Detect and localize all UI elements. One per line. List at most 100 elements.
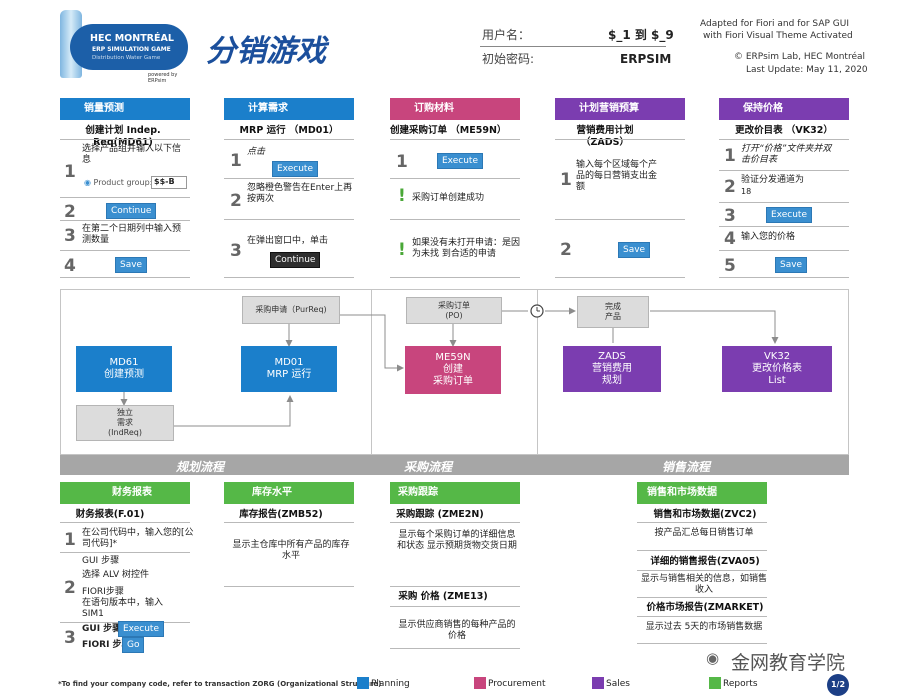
vk32-save-button[interactable]: Save: [775, 257, 808, 273]
user-label: 用户名：: [482, 28, 531, 42]
rep1-gui-2: GUI 步骤: [82, 624, 122, 634]
col3-msg1: 采购订单创建成功: [412, 193, 485, 203]
legend-sales: Sales: [606, 679, 630, 689]
info-icon: !: [398, 240, 406, 260]
rep2-body: 显示主仓库中所有产品的库存水平: [232, 540, 350, 561]
product-group-label: ◉ Product group:: [84, 178, 153, 187]
rep1-header: 财务报表: [60, 482, 190, 504]
footnote: *To find your company code, refer to tra…: [58, 680, 382, 688]
f01-execute-button[interactable]: Execute: [118, 621, 164, 637]
col5-header: 保持价格: [719, 98, 849, 120]
rep3-body: 显示每个采购订单的详细信息和状态 显示预期货物交货日期: [397, 530, 517, 551]
rep1-fiori-2: FIORI 步骤: [82, 640, 131, 650]
rep4-body-2: 显示与销售相关的信息，如销售收入: [641, 574, 768, 595]
pw-label: 初始密码:: [482, 52, 535, 66]
user-value: $_1 到 $_9: [608, 28, 674, 42]
col4-subtitle: 营销费用计划 （ZADS）: [576, 125, 634, 148]
rep4-subtitle-2: 详细的销售报告(ZVA05): [650, 556, 760, 567]
po-box: 采购订单(PO): [406, 297, 502, 324]
legend-sales-swatch: [592, 677, 604, 689]
rep1-gui: GUI 步骤: [82, 556, 120, 566]
col5-step2-channel: 18: [741, 187, 752, 196]
col5-subtitle: 更改价目表 （VK32）: [735, 125, 833, 136]
rep4-header: 销售和市场数据: [637, 482, 767, 504]
credits-3: © ERPsim Lab, HEC Montréal: [734, 52, 866, 62]
logo-powered: powered by ERPsim: [148, 72, 178, 84]
band-procurement: 采购流程: [404, 460, 453, 474]
col2-header: 计算需求: [224, 98, 354, 120]
rep1-fiori-step: 在语句版本中，输入 SIM1: [82, 598, 164, 619]
col2-step1: 点击: [247, 147, 266, 157]
hec-logo: HEC MONTRÉAL ERP SIMULATION GAME Distrib…: [56, 10, 192, 84]
rep4-subtitle-3: 价格市场报告(ZMARKET): [646, 602, 764, 613]
wechat-icon: ◉: [706, 649, 720, 667]
rep2-header: 库存水平: [224, 482, 354, 504]
rep3-subtitle-2: 采购 价格 (ZME13): [398, 591, 488, 602]
purreq-box: 采购申请（PurReq): [242, 296, 340, 324]
rep4-subtitle: 销售和市场数据(ZVC2): [653, 509, 757, 520]
continue-button[interactable]: Continue: [106, 203, 157, 219]
rep4-body: 按产品汇总每日销售订单: [654, 528, 754, 538]
pw-value: ERPSIM: [620, 52, 672, 66]
rep2-subtitle: 库存报告(ZMB52): [239, 509, 323, 520]
save-button[interactable]: Save: [115, 257, 148, 273]
col2-subtitle: MRP 运行 （MD01）: [239, 125, 339, 136]
rep4-body-3: 显示过去 5天的市场销售数据: [645, 622, 763, 632]
go-button[interactable]: Go: [122, 637, 145, 653]
rep3-header: 采购跟踪: [390, 482, 520, 504]
col5-step4: 输入您的价格: [741, 232, 796, 242]
process-band: [60, 455, 849, 475]
col3-msg2: 如果没有未打开申请：是因为未找 到合适的申请: [412, 238, 521, 259]
rep1-gui-step: 选择 ALV 树控件: [82, 570, 150, 580]
product-group-field[interactable]: $$-B: [151, 176, 187, 189]
credits-4: Last Update: May 11, 2020: [746, 65, 868, 75]
col2-step3: 在弹出窗口中，单击: [247, 236, 329, 246]
logo-line2: ERP SIMULATION GAME: [92, 46, 171, 53]
col1-header: 销量预测: [60, 98, 190, 120]
col3-header: 订购材料: [390, 98, 520, 120]
legend-procurement: Procurement: [488, 679, 546, 689]
credits-2: with Fiori Visual Theme Activated: [703, 31, 853, 41]
legend-planning-swatch: [357, 677, 369, 689]
watermark: 金网教育学院: [731, 652, 846, 674]
rep1-step1: 在公司代码中，输入您的[公司代码]*: [82, 528, 194, 549]
page-badge: 1/2: [827, 674, 849, 696]
legend-reports: Reports: [723, 679, 758, 689]
col4-header: 计划营销预算: [555, 98, 685, 120]
legend-reports-swatch: [709, 677, 721, 689]
logo-line3: Distribution Water Game: [92, 55, 161, 61]
band-sales: 销售流程: [662, 460, 711, 474]
success-icon: !: [398, 186, 406, 206]
band-planning: 规划流程: [176, 460, 225, 474]
rep3-subtitle: 采购跟踪 (ZME2N): [396, 509, 484, 520]
col4-step1: 输入每个区域每个产品的每日营销支出金额: [576, 160, 658, 192]
col2-step2: 忽略橙色警告在Enter上再按两次: [247, 183, 353, 204]
page-title: 分销游戏: [206, 34, 326, 69]
col3-subtitle: 创建采购订单 （ME59N）: [390, 125, 507, 136]
col5-step1: 打开“价格”文件夹并双击价目表: [741, 144, 832, 165]
zads-save-button[interactable]: Save: [618, 242, 651, 258]
credits-1: Adapted for Fiori and for SAP GUI: [700, 19, 849, 29]
popup-continue-button[interactable]: Continue: [270, 252, 321, 268]
col1-subtitle: 创建计划 Indep. Req(MD61): [85, 125, 161, 148]
logo-line1: HEC MONTRÉAL: [90, 33, 174, 44]
rep1-subtitle: 财务报表(F.01): [75, 509, 145, 520]
rep1-fiori: FIORI步骤: [82, 587, 124, 597]
col1-step3: 在第二个日期列中输入预测数量: [82, 224, 182, 245]
vk32-execute-button[interactable]: Execute: [766, 207, 812, 223]
legend-procurement-swatch: [474, 677, 486, 689]
finished-product-box: 完成产品: [577, 296, 649, 328]
col1-step1: 选择产品组并输入以下信息: [82, 144, 182, 165]
legend-planning: Planning: [371, 679, 410, 689]
me59n-execute-button[interactable]: Execute: [437, 153, 483, 169]
col5-step2: 验证分发通道为: [741, 175, 805, 185]
rep3-body-2: 显示供应商销售的每种产品的价格: [398, 620, 516, 641]
indreq-box: 独立需求(IndReq): [76, 405, 174, 441]
execute-button[interactable]: Execute: [272, 161, 318, 177]
